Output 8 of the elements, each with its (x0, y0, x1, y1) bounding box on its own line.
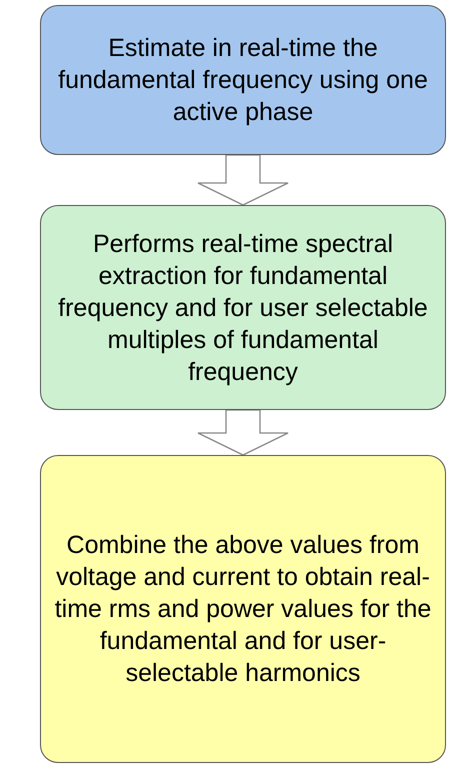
box-text: Performs real-time spectral extraction for fundamental frequency and for user selectable multiples of fundamental frequency (57, 228, 429, 388)
box-text: Combine the above values from voltage and current to obtain real-time rms and power values for the fundamental and for user-selectable harmonics (54, 530, 432, 689)
block-arrow (197, 154, 289, 206)
box-text: Estimate in real-time the fundamental frequency using one active phase (57, 33, 429, 128)
process-box (40, 205, 446, 410)
block-arrow (197, 409, 289, 456)
process-box (40, 5, 446, 155)
process-box (40, 455, 446, 763)
